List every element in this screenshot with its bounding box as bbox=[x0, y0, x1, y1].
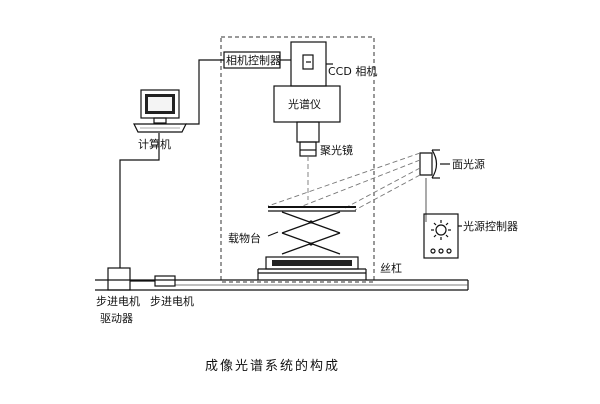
computer-icon bbox=[133, 89, 187, 133]
sun-icon bbox=[431, 220, 451, 240]
enclosure-dashed-box bbox=[220, 36, 375, 283]
sample-stage bbox=[257, 206, 367, 280]
camera-controller-label: 相机控制器 bbox=[226, 53, 281, 67]
light-source-controller-box bbox=[423, 213, 459, 259]
light-rays bbox=[267, 152, 421, 211]
figure-caption: 成像光谱系统的构成 bbox=[205, 358, 340, 374]
ccd-camera-icon bbox=[302, 54, 314, 70]
computer-label: 计算机 bbox=[138, 137, 171, 151]
ccd-camera-label: CCD 相机 bbox=[328, 64, 377, 78]
stepper-motor-driver-label-1: 步进电机 bbox=[96, 294, 140, 308]
sample-stage-label: 载物台 bbox=[228, 231, 261, 245]
condenser-lens bbox=[299, 141, 317, 157]
controller-knobs-icon bbox=[430, 248, 452, 254]
lens-barrel bbox=[296, 121, 320, 143]
base-rail bbox=[95, 279, 469, 291]
stepper-motor-box bbox=[154, 275, 176, 287]
computer-to-controller-wire bbox=[186, 59, 224, 125]
condenser-lens-label: 聚光镜 bbox=[320, 143, 353, 157]
stepper-motor-driver-box bbox=[107, 267, 131, 291]
lead-screw-label: 丝杠 bbox=[380, 262, 402, 275]
computer-to-driver-wire bbox=[119, 133, 160, 268]
ccd-camera-body bbox=[290, 41, 327, 87]
light-source-controller-label: 光源控制器 bbox=[463, 219, 518, 233]
spectrometer-label: 光谱仪 bbox=[288, 97, 321, 111]
area-light-source-label: 面光源 bbox=[452, 157, 485, 171]
area-light-source-icon bbox=[419, 149, 440, 179]
stepper-motor-label: 步进电机 bbox=[150, 294, 194, 308]
stepper-motor-driver-label-2: 驱动器 bbox=[100, 312, 133, 325]
